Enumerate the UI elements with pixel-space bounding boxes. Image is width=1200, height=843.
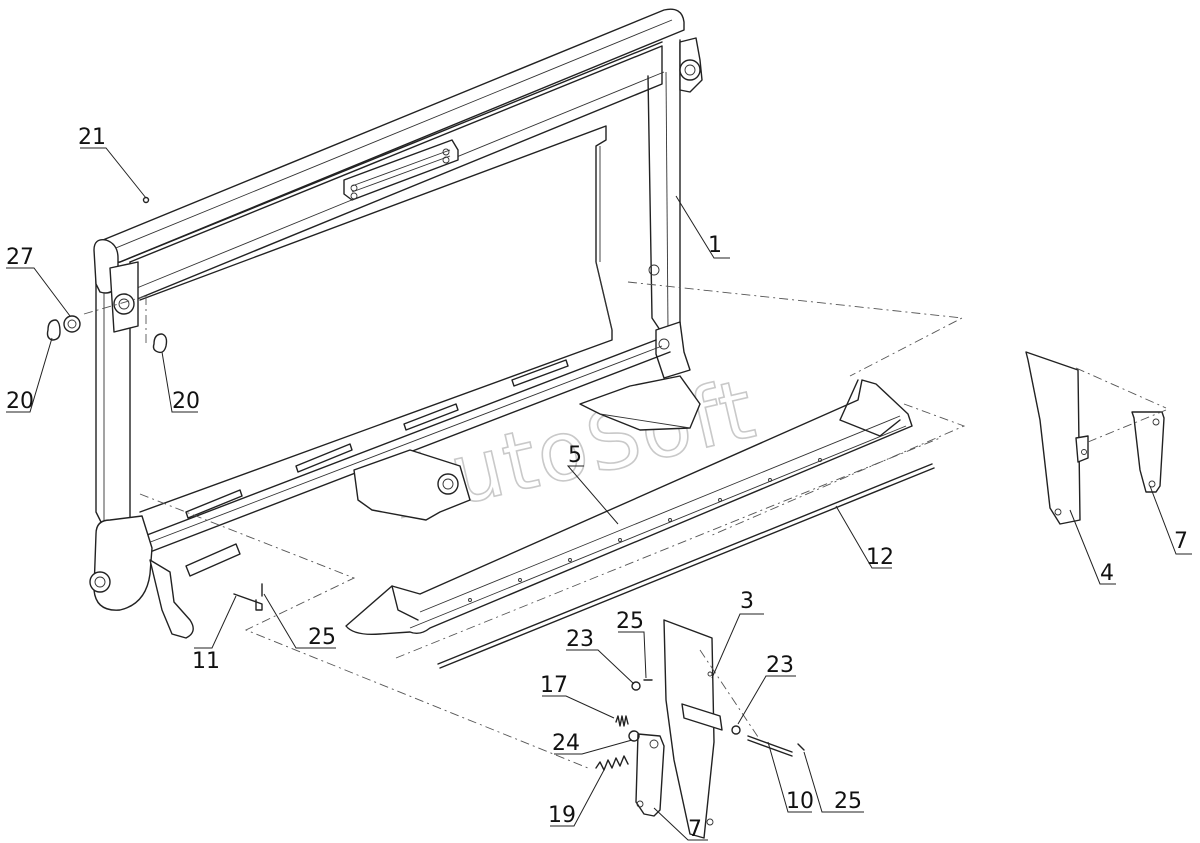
callout-number-3: 3 xyxy=(740,589,754,614)
callout-number-17: 17 xyxy=(540,673,568,698)
callout-number-25-left: 25 xyxy=(308,625,336,650)
tray-part-5 xyxy=(345,375,913,636)
callout-25-right: 25 xyxy=(803,751,864,814)
callout-number-25-right: 25 xyxy=(834,789,862,814)
callout-number-5: 5 xyxy=(568,443,582,468)
callout-19: 19 xyxy=(548,769,605,828)
callout-11: 11 xyxy=(192,595,237,674)
callout-number-20-right: 20 xyxy=(172,389,200,414)
callout-24: 24 xyxy=(552,731,633,756)
callout-7-right: 7 xyxy=(1149,485,1192,555)
callout-number-7-bottom: 7 xyxy=(688,817,702,842)
callout-number-20-left: 20 xyxy=(6,389,34,414)
callout-25-left: 25 xyxy=(263,593,336,650)
callout-23-right: 23 xyxy=(737,653,796,725)
callout-12: 12 xyxy=(835,505,894,570)
frame-part-1 xyxy=(89,8,703,639)
link-part-7-bottom xyxy=(635,733,665,817)
callout-number-21: 21 xyxy=(78,125,106,150)
callout-number-19: 19 xyxy=(548,803,576,828)
assembly-guides xyxy=(83,281,1167,769)
link-part-7-right xyxy=(1131,411,1165,493)
callout-number-11: 11 xyxy=(192,649,220,674)
shield-part-4 xyxy=(1025,351,1089,525)
callout-7-bottom: 7 xyxy=(653,807,708,842)
callout-20-right: 20 xyxy=(161,351,200,414)
shield-part-3 xyxy=(663,619,723,839)
callout-5: 5 xyxy=(566,443,619,525)
callout-20-left: 20 xyxy=(6,337,53,414)
callout-23-left: 23 xyxy=(566,627,635,685)
callout-number-4: 4 xyxy=(1100,561,1114,586)
callout-3: 3 xyxy=(711,589,764,679)
callout-27: 27 xyxy=(6,245,71,317)
callout-number-23-left: 23 xyxy=(566,627,594,652)
callout-4: 4 xyxy=(1069,509,1116,586)
callout-number-27: 27 xyxy=(6,245,34,270)
callout-10: 10 xyxy=(767,741,814,814)
callout-25-middle: 25 xyxy=(616,609,647,679)
callout-17: 17 xyxy=(540,673,615,719)
callout-number-12: 12 xyxy=(866,545,894,570)
rod-part-12 xyxy=(437,463,935,669)
callout-1: 1 xyxy=(675,195,730,259)
callout-number-10: 10 xyxy=(786,789,814,814)
callout-number-23-right: 23 xyxy=(766,653,794,678)
callout-number-24: 24 xyxy=(552,731,580,756)
callout-number-1: 1 xyxy=(708,233,722,258)
callout-number-7-right: 7 xyxy=(1174,529,1188,554)
callout-21: 21 xyxy=(78,125,147,199)
callout-number-25-middle: 25 xyxy=(616,609,644,634)
